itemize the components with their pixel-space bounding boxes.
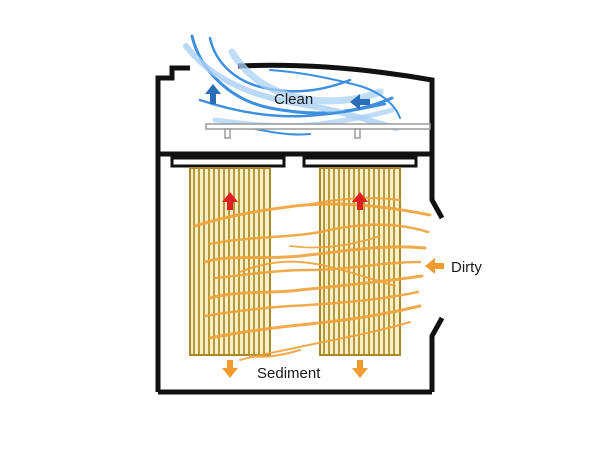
dirty-label: Dirty <box>451 259 482 276</box>
sediment-right-arrow-down-icon <box>352 360 368 378</box>
dirty-inlet-arrow-left-icon <box>425 258 444 274</box>
filter-left-arrow-up-icon <box>222 192 238 210</box>
clean-label: Clean <box>274 91 314 108</box>
filter-right-arrow-up-icon <box>352 192 368 210</box>
sediment-left-arrow-down-icon <box>222 360 238 378</box>
clean-air-streams <box>183 34 401 136</box>
clean-inlet-arrow-left-icon <box>350 94 370 110</box>
filter-mount-right <box>302 156 418 168</box>
housing-roof <box>237 62 435 148</box>
filter-mount-left <box>170 156 286 168</box>
dirty-air-streams <box>193 196 432 361</box>
housing-right-upper-wall <box>429 148 445 220</box>
housing-right-lower-wall <box>429 316 445 392</box>
housing-left-wall <box>155 65 190 392</box>
sediment-label: Sediment <box>257 365 321 382</box>
tray-rail <box>205 123 431 139</box>
clean-outlet-arrow-up-icon <box>205 84 221 104</box>
